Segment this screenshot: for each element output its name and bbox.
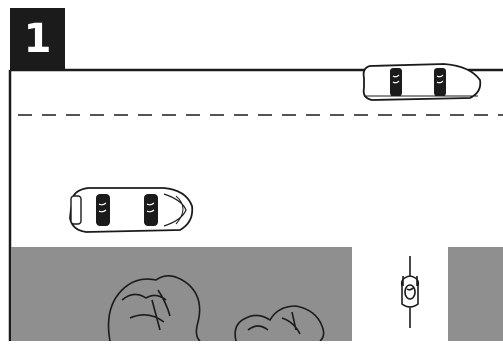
car-lower xyxy=(70,188,192,232)
car-upper xyxy=(364,64,481,100)
crosswalk-gap xyxy=(352,247,448,341)
panel-number-badge: 1 xyxy=(10,8,65,70)
sidewalk-left xyxy=(11,247,352,341)
sidewalk-right xyxy=(448,247,503,341)
